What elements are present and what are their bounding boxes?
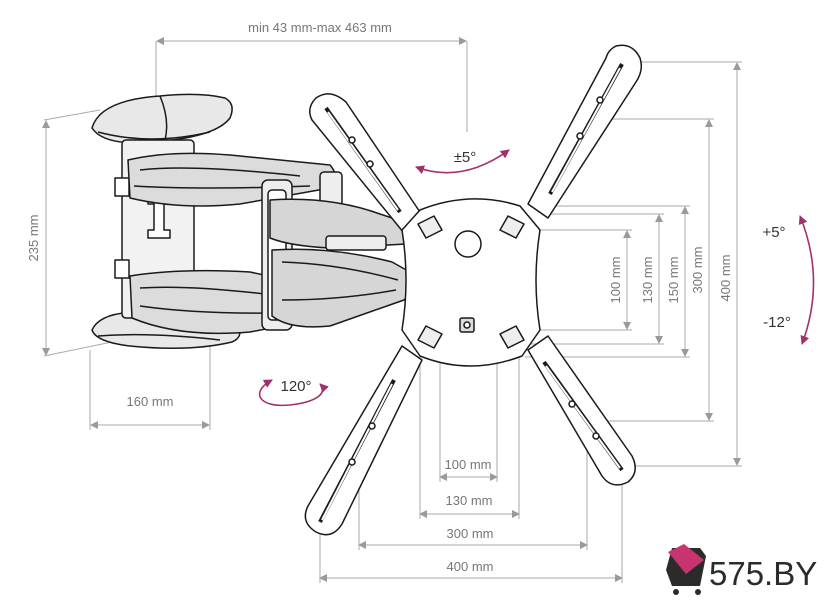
brand-logo: 575.BY (666, 544, 817, 595)
dimension-labels: min 43 mm-max 463 mm 235 mm 160 mm 100 m… (26, 20, 733, 574)
turn-label: 120° (280, 378, 311, 395)
vesa-v-400-label: 400 mm (718, 255, 733, 302)
rotation-indicators (258, 149, 815, 407)
brand-name: 575.BY (709, 555, 817, 592)
bracket-center-plate (401, 198, 541, 367)
dimension-lines (42, 37, 742, 583)
vesa-v-100-label: 100 mm (608, 257, 623, 304)
vesa-h-100-label: 100 mm (445, 457, 492, 472)
vesa-v-150-label: 150 mm (666, 257, 681, 304)
vesa-v-300-label: 300 mm (690, 247, 705, 294)
vesa-h-400-label: 400 mm (447, 559, 494, 574)
turn-arrow-icon (258, 379, 329, 407)
extension-label: min 43 mm-max 463 mm (248, 20, 392, 35)
swivel-arrow-icon (415, 149, 510, 174)
tilt-arrow-icon (798, 215, 815, 345)
rotation-labels: ±5° 120° +5° -12° (280, 149, 790, 395)
mount-arm-assembly (91, 93, 414, 349)
height-label: 235 mm (26, 215, 41, 262)
swivel-label: ±5° (454, 149, 477, 166)
vesa-h-130-label: 130 mm (446, 493, 493, 508)
bracket-center-hole (454, 230, 482, 258)
bracket-arm-lower-right (527, 335, 636, 486)
depth-label: 160 mm (127, 394, 174, 409)
tilt-down-label: -12° (763, 314, 791, 331)
vesa-v-130-label: 130 mm (640, 257, 655, 304)
vesa-bracket (304, 44, 643, 536)
cart-icon (666, 544, 706, 595)
upper-arm (127, 152, 336, 207)
forearm-lower (271, 248, 413, 328)
vesa-h-300-label: 300 mm (447, 526, 494, 541)
tilt-up-label: +5° (762, 224, 785, 241)
